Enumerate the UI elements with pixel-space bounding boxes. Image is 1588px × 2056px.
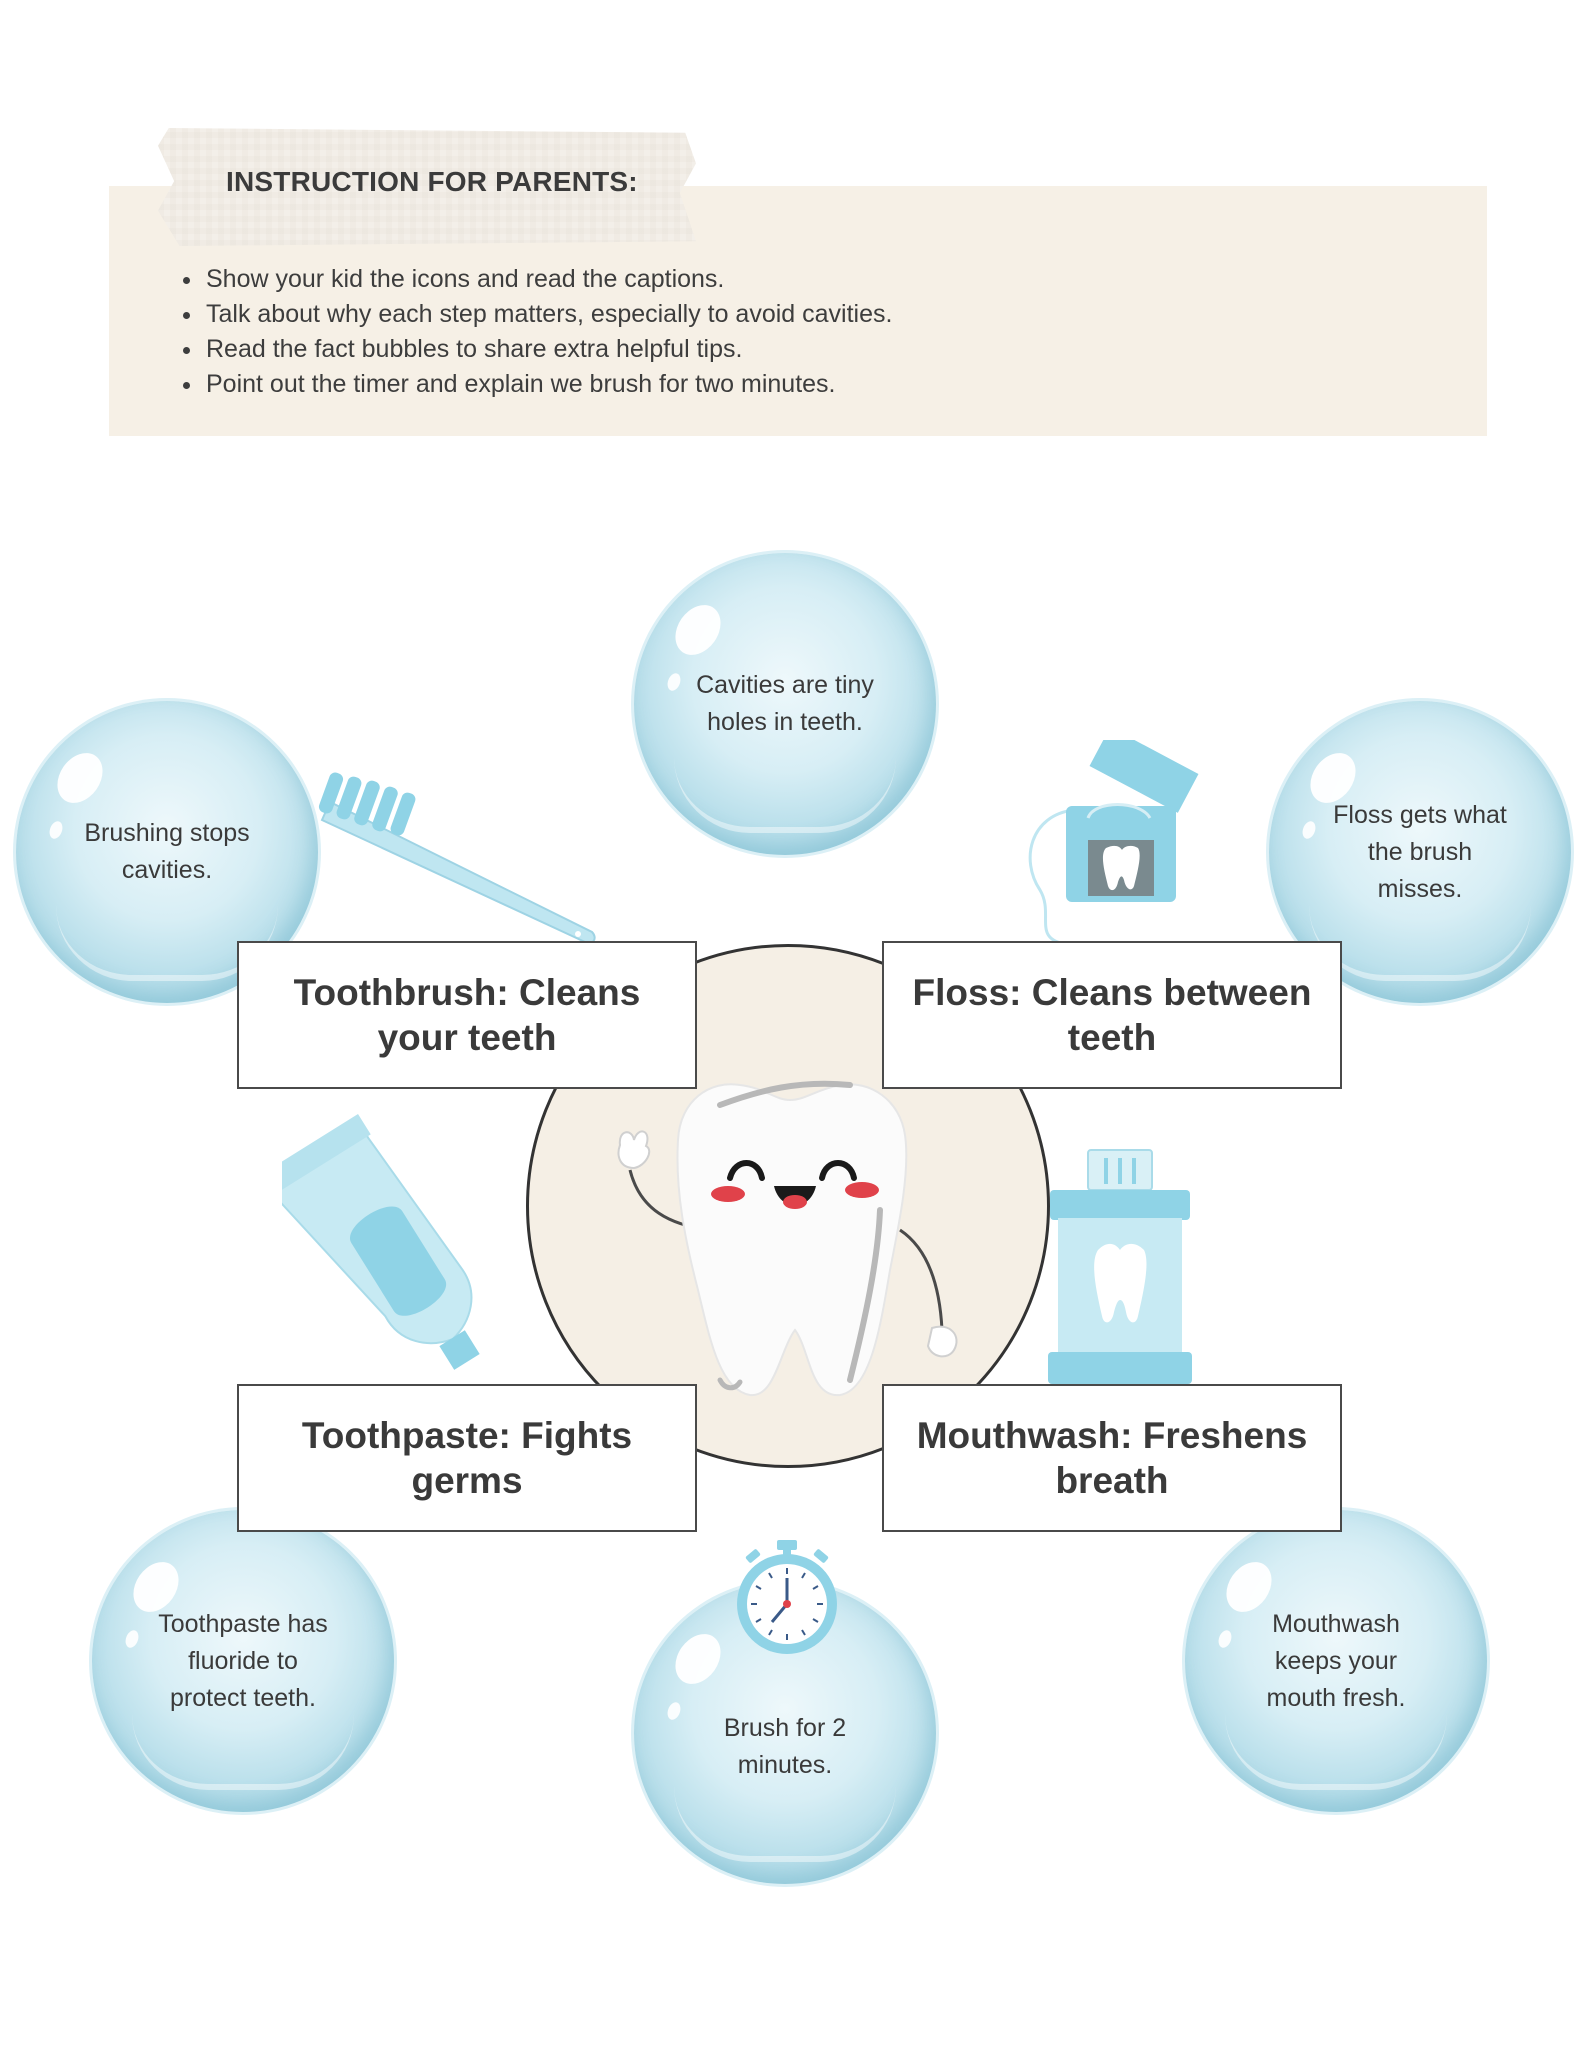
caption-text: Toothpaste: Fights germs bbox=[301, 1415, 633, 1501]
instruction-item: Show your kid the icons and read the cap… bbox=[204, 262, 1404, 297]
caption-text: Floss: Cleans between teeth bbox=[912, 972, 1312, 1058]
tooth-mascot-icon bbox=[617, 1080, 958, 1397]
caption-mouthwash: Mouthwash: Freshens breath bbox=[882, 1384, 1342, 1532]
toothbrush-icon bbox=[318, 772, 596, 944]
instruction-item: Point out the timer and explain we brush… bbox=[204, 367, 1404, 402]
instruction-item: Talk about why each step matters, especi… bbox=[204, 297, 1404, 332]
toothpaste-icon bbox=[282, 1113, 480, 1370]
fact-bubble-toothpaste: Toothpaste has fluoride to protect teeth… bbox=[92, 1510, 394, 1812]
stopwatch-icon bbox=[737, 1540, 837, 1654]
washi-tape bbox=[158, 128, 696, 246]
mouthwash-icon bbox=[1048, 1149, 1192, 1384]
instruction-title: INSTRUCTION FOR PARENTS: bbox=[226, 166, 638, 197]
fact-text: Brushing stops cavities. bbox=[84, 819, 250, 884]
fact-text: Mouthwash keeps your mouth fresh. bbox=[1266, 1609, 1406, 1712]
fact-text: Brush for 2 minutes. bbox=[723, 1714, 847, 1779]
caption-toothpaste: Toothpaste: Fights germs bbox=[237, 1384, 697, 1532]
caption-text: Mouthwash: Freshens breath bbox=[916, 1415, 1308, 1501]
fact-text: Toothpaste has fluoride to protect teeth… bbox=[158, 1609, 328, 1712]
caption-toothbrush: Toothbrush: Cleans your teeth bbox=[237, 941, 697, 1089]
floss-icon bbox=[1028, 740, 1199, 957]
instruction-list: Show your kid the icons and read the cap… bbox=[170, 262, 1404, 402]
caption-floss: Floss: Cleans between teeth bbox=[882, 941, 1342, 1089]
fact-text: Cavities are tiny holes in teeth. bbox=[696, 671, 874, 736]
fact-bubble-mouthwash: Mouthwash keeps your mouth fresh. bbox=[1185, 1510, 1487, 1812]
caption-text: Toothbrush: Cleans your teeth bbox=[293, 972, 641, 1058]
fact-bubble-cavities: Cavities are tiny holes in teeth. bbox=[634, 553, 936, 855]
fact-text: Floss gets what the brush misses. bbox=[1333, 800, 1507, 903]
instruction-item: Read the fact bubbles to share extra hel… bbox=[204, 332, 1404, 367]
